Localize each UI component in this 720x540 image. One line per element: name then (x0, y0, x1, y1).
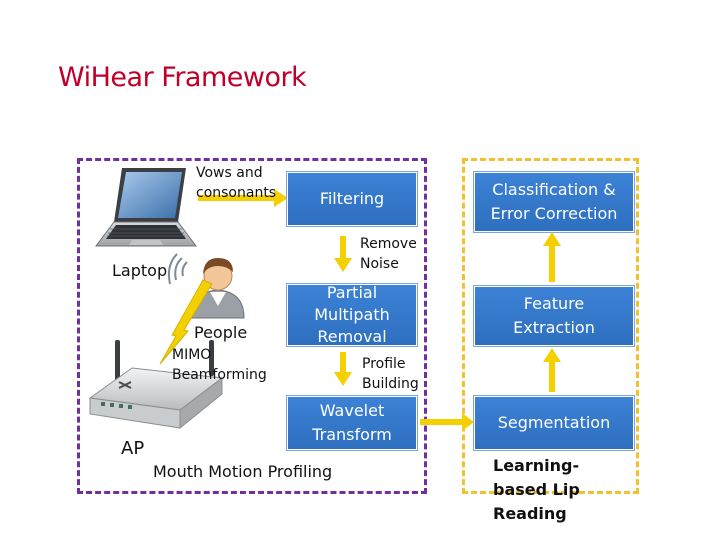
classification-box: Classification & Error Correction (474, 172, 634, 232)
wavelet-box-text: Wavelet Transform (312, 401, 392, 444)
lip-reading-frame (462, 158, 639, 494)
mouth-motion-profiling-frame (77, 158, 427, 494)
laptop-icon (95, 168, 197, 247)
arrow-segmentation-to-feature (543, 348, 561, 392)
vows-label: Vows and consonants (196, 165, 277, 201)
classification-box-text: Classification & Error Correction (490, 180, 618, 223)
segmentation-box: Segmentation (474, 396, 634, 450)
profile-building-label: Profile Building (362, 356, 419, 392)
laptop-label: Laptop (112, 261, 168, 280)
filtering-box-text: Filtering (319, 189, 385, 208)
arrow-feature-to-classification (543, 232, 561, 282)
feature-extraction-box: Feature Extraction (474, 286, 634, 346)
feature-extraction-box-text: Feature Extraction (513, 294, 595, 337)
ap-label: AP (121, 438, 145, 459)
filtering-box: Filtering (287, 172, 417, 226)
wifi-wave-icon (167, 253, 188, 285)
partial-multipath-box: Partial Multipath Removal (287, 283, 417, 346)
wavelet-box: Wavelet Transform (287, 396, 417, 450)
partial-multipath-box-text: Partial Multipath Removal (314, 283, 390, 346)
lip-reading-label: Learning-based Lip Reading (493, 456, 580, 523)
mimo-label: MIMO Beamforming (172, 347, 267, 383)
beamforming-bolt-icon (159, 279, 213, 365)
arrow-vows-to-filtering (198, 189, 288, 207)
router-icon (88, 340, 224, 430)
arrow-wavelet-to-segmentation (420, 413, 474, 431)
remove-noise-label: Remove Noise (360, 236, 417, 272)
arrow-profile-building (334, 352, 352, 386)
people-label: People (194, 323, 248, 342)
segmentation-box-text: Segmentation (497, 413, 611, 432)
slide-title: WiHear Framework (58, 62, 307, 93)
arrow-remove-noise (334, 236, 352, 272)
person-icon (191, 258, 245, 319)
mouth-motion-profiling-label: Mouth Motion Profiling (153, 462, 333, 481)
